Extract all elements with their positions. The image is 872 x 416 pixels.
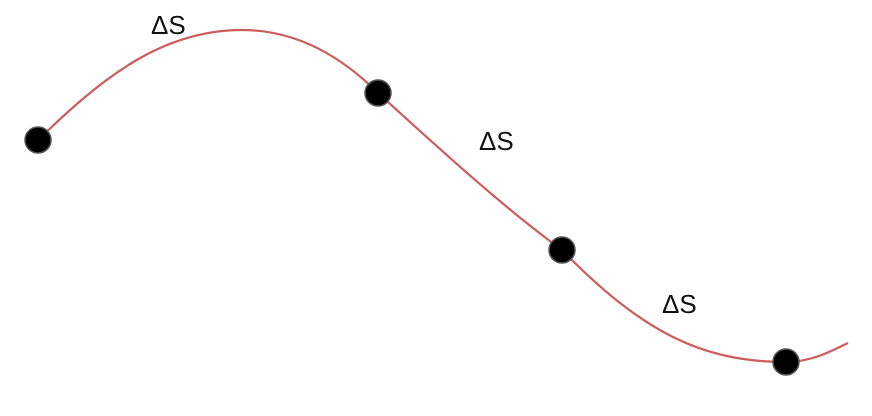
segment-label-3: ΔS <box>662 289 697 319</box>
segment-label-1: ΔS <box>151 10 186 40</box>
sine-curve <box>37 28 849 364</box>
sample-point-2 <box>364 79 392 107</box>
segment-label-2: ΔS <box>479 126 514 156</box>
sample-point-3 <box>548 236 576 264</box>
sample-point-1 <box>24 126 52 154</box>
sample-point-4 <box>772 348 800 376</box>
